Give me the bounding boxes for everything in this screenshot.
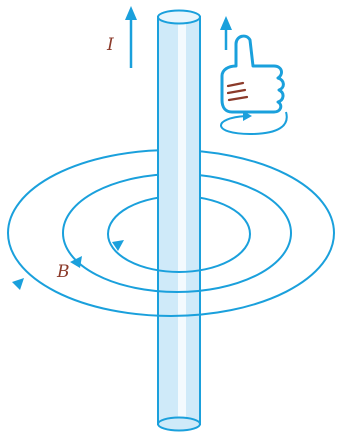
wire-highlight [178,22,186,420]
wire-top-end [158,11,200,24]
wire-bottom-end [158,418,200,431]
current-carrying-wire [158,11,200,431]
right-hand-thumb-up-icon [220,16,287,134]
current-arrow-icon [125,6,137,68]
outer-loop-arrow-icon [12,278,24,290]
middle-loop-arrow-icon [70,256,82,268]
current-label: I [106,35,114,55]
field-label: B [56,262,70,282]
